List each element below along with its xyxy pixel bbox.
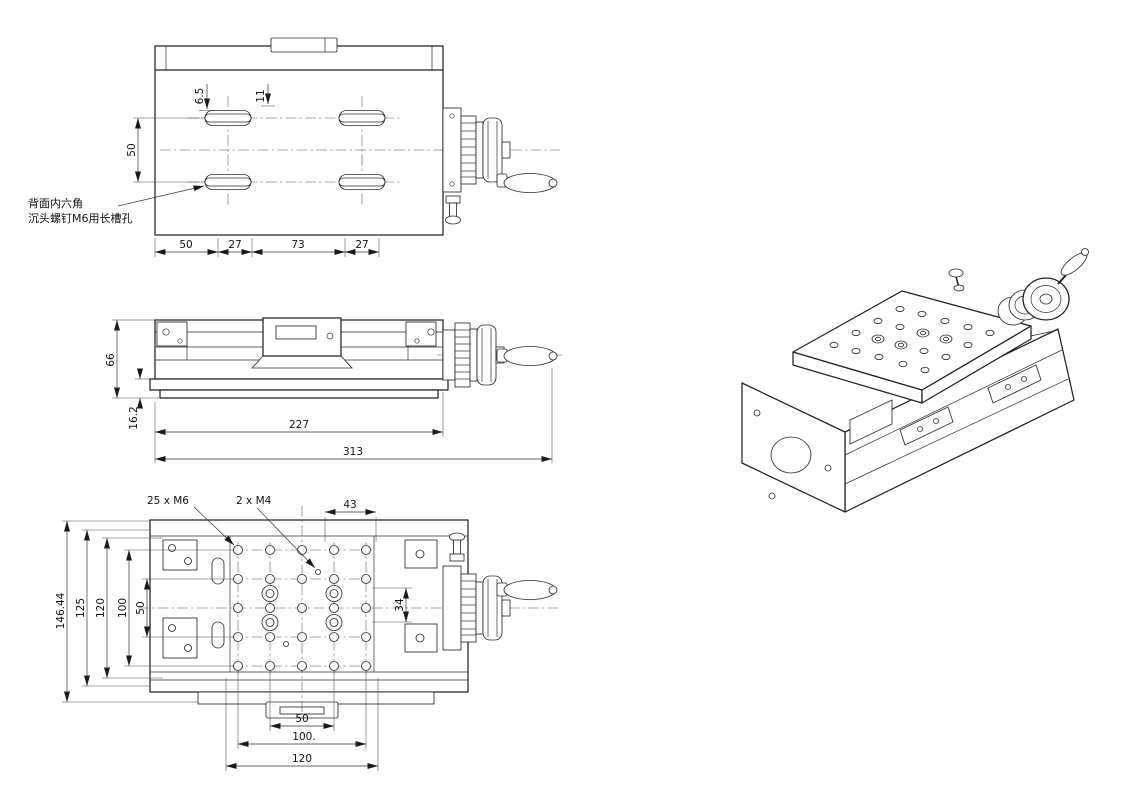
lock-knob-top <box>445 195 461 225</box>
dim-50-vertical: 50 <box>126 143 138 156</box>
front-view-dimensions: 66 16.2 227 313 <box>105 319 553 463</box>
iso-lock-knob <box>948 268 965 292</box>
dim-227: 227 <box>289 419 309 431</box>
handwheel-front <box>442 322 558 388</box>
slotted-holes <box>204 110 386 190</box>
top-view-dimensions: 6.5 11 50 50 27 73 27 <box>126 84 380 257</box>
dim-313: 313 <box>343 446 363 458</box>
dim-146-44: 146.44 <box>55 592 67 629</box>
dim-11: 11 <box>255 89 267 102</box>
dim-50-bottom: 50 <box>295 713 308 725</box>
iso-handwheel <box>997 248 1089 326</box>
dim-50-left: 50 <box>135 601 147 614</box>
dim-chain-50: 50 <box>179 239 192 251</box>
dim-chain-73: 73 <box>291 239 304 251</box>
dim-16-2: 16.2 <box>128 406 140 429</box>
dim-120-bottom: 120 <box>292 753 312 765</box>
dim-125: 125 <box>75 598 87 618</box>
dim-chain-27b: 27 <box>355 239 368 251</box>
dim-100-bottom: 100. <box>292 731 315 743</box>
dial-ticks <box>455 329 470 380</box>
bottom-view-body <box>138 506 562 719</box>
top-view: 6.5 11 50 50 27 73 27 背面内六角 沉头螺钉M6用长槽孔 <box>28 37 560 257</box>
handwheel-top <box>442 107 558 193</box>
dim-34: 34 <box>394 598 406 612</box>
front-view: 66 16.2 227 313 <box>105 317 562 463</box>
iso-base-end-plate <box>741 382 846 513</box>
bottom-view-labels: 25 x M6 2 x M4 <box>147 495 316 569</box>
dim-6-5: 6.5 <box>194 88 206 105</box>
label-m6-holes: 25 x M6 <box>147 495 189 507</box>
note-line-1: 背面内六角 <box>28 196 83 210</box>
handwheel-bottom <box>442 532 558 651</box>
hole-grid <box>233 545 371 671</box>
slot-note: 背面内六角 沉头螺钉M6用长槽孔 <box>28 185 205 225</box>
label-m4-holes: 2 x M4 <box>236 495 272 507</box>
dim-120-left: 120 <box>95 598 107 618</box>
iso-top-plate <box>792 290 1032 404</box>
dim-66: 66 <box>105 353 117 367</box>
bottom-view-dimensions: 43 146.44 125 120 100 50 34 <box>55 499 412 771</box>
dim-43: 43 <box>343 499 356 511</box>
dial-ticks <box>461 122 476 178</box>
front-view-body <box>149 317 562 399</box>
bottom-view: 25 x M6 2 x M4 43 146.44 125 120 <box>55 495 562 771</box>
dial-ticks <box>461 580 476 636</box>
isometric-view <box>741 248 1089 513</box>
dim-100-left: 100 <box>117 598 129 618</box>
note-line-2: 沉头螺钉M6用长槽孔 <box>28 212 133 225</box>
dim-chain-27a: 27 <box>228 239 241 251</box>
